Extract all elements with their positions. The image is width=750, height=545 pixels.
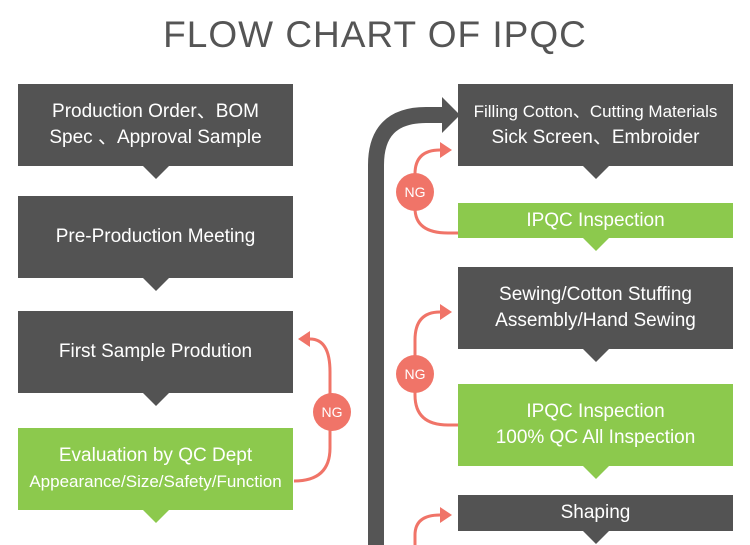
box-sewing-stuffing: Sewing/Cotton Stuffing Assembly/Hand Sew… xyxy=(458,267,733,362)
ng-arrowhead-shaping xyxy=(440,507,452,523)
box-pre-production-meeting: Pre-Production Meeting xyxy=(18,196,293,291)
box-shaping: Shaping xyxy=(458,495,733,544)
main-flow-connector xyxy=(368,107,444,545)
box-filling-cotton: Filling Cotton、Cutting Materials Sick Sc… xyxy=(458,84,733,179)
ng-badge-first-sample: NG xyxy=(313,393,351,431)
page-title: FLOW CHART OF IPQC xyxy=(163,14,587,55)
box-first-sample-production: First Sample Prodution xyxy=(18,311,293,406)
ng-loop-shaping xyxy=(413,513,441,545)
box-ipqc-inspection-2: IPQC Inspection 100% QC All Inspection xyxy=(458,384,733,479)
box-ipqc-inspection-1: IPQC Inspection xyxy=(458,203,733,251)
ng-arrowhead-first-sample xyxy=(298,331,310,347)
ng-loop-sewing xyxy=(413,310,458,427)
main-flow-arrowhead xyxy=(442,97,460,133)
box-evaluation-qc: Evaluation by QC Dept Appearance/Size/Sa… xyxy=(18,428,293,523)
ng-badge-filling: NG xyxy=(396,173,434,211)
ng-badge-sewing: NG xyxy=(396,355,434,393)
ng-arrowhead-filling xyxy=(440,142,452,158)
ng-arrowhead-sewing xyxy=(440,304,452,320)
box-production-order: Production Order、BOM Spec 、Approval Samp… xyxy=(18,84,293,179)
